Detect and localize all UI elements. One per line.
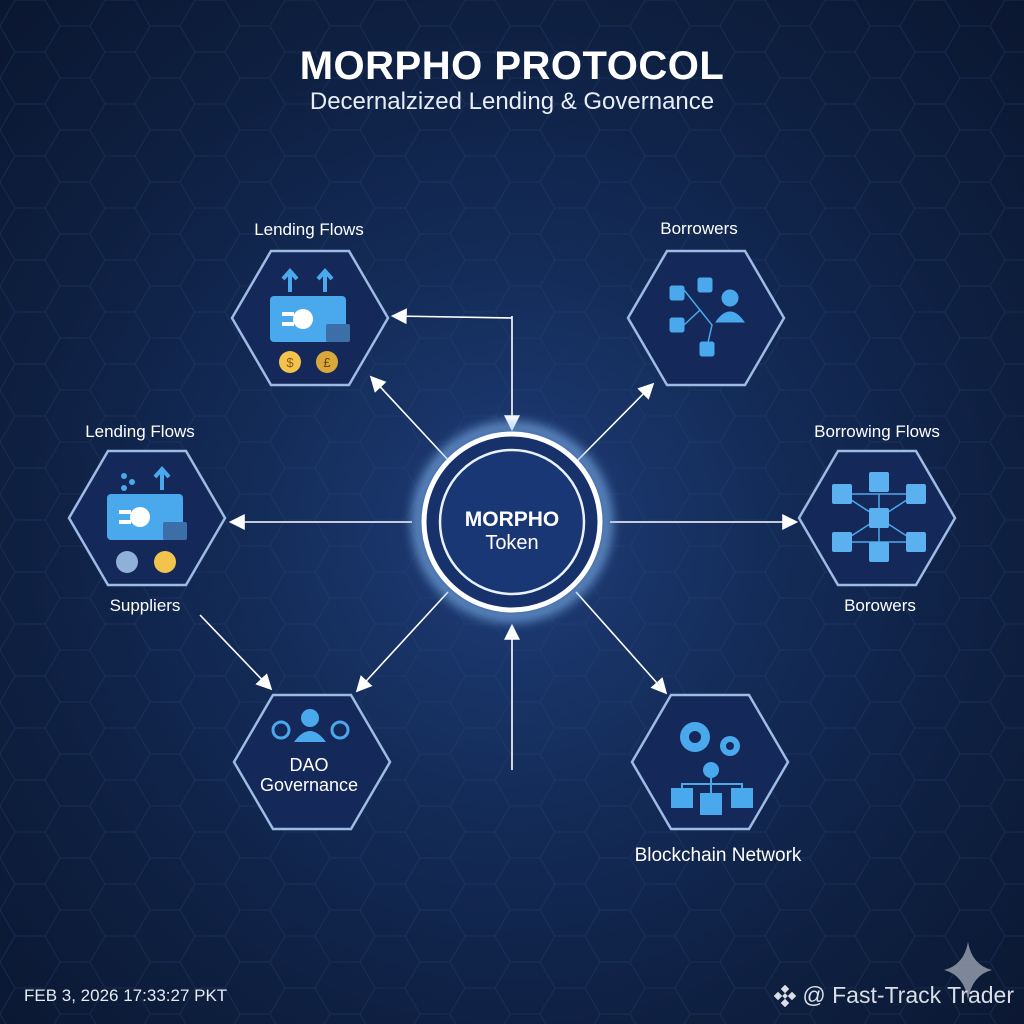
svg-text:$: $ [286, 355, 294, 370]
borrowing-flows-label: Borrowing Flows [814, 422, 940, 441]
node-borrowers-top[interactable] [626, 249, 786, 387]
arrow-center-to-borrowers [575, 382, 655, 463]
dollar-coin-icon [279, 351, 301, 373]
pound-coin-icon [154, 551, 176, 573]
page-title: MORPHO PROTOCOL [299, 44, 725, 88]
arrow-center-to-lending [369, 375, 451, 463]
node-lending-flows-top[interactable]: $ £ [230, 249, 390, 387]
pound-coin-icon [316, 351, 338, 373]
arrow-suppliers-to-dao [199, 614, 273, 691]
governance-label: Governance [260, 775, 358, 795]
suppliers-label: Suppliers [110, 596, 181, 615]
node-blockchain-network[interactable] [630, 693, 790, 831]
brand-handle: @ Fast-Track Trader [802, 982, 1014, 1008]
center-subtitle: Token [485, 532, 538, 554]
node-dao-governance[interactable]: DAO Governance [232, 693, 392, 831]
arrow-center-to-dao [355, 591, 449, 693]
svg-text:£: £ [323, 355, 331, 370]
node-suppliers[interactable] [67, 449, 227, 587]
governance-people-icon [271, 709, 350, 742]
center-title: MORPHO [465, 508, 560, 531]
timestamp: FEB 3, 2026 17:33:27 PKT [24, 986, 228, 1005]
brand-watermark: @ Fast-Track Trader [774, 982, 1014, 1009]
page-subtitle: Decernalzized Lending & Governance [309, 88, 715, 115]
arrow-to-lending-top [390, 308, 513, 325]
arrow-center-to-blockchain [575, 591, 668, 695]
sparkle-icon [944, 942, 992, 1000]
borowers-label: Borowers [844, 596, 916, 615]
borrowers-top-label: Borrowers [660, 219, 737, 238]
blockchain-network-label: Blockchain Network [635, 845, 802, 866]
borrower-network-icon [669, 277, 745, 357]
connectors [199, 308, 799, 770]
block-network-icon [832, 472, 926, 562]
node-borrowing-flows[interactable] [797, 449, 957, 587]
lending-flows-top-label: Lending Flows [254, 220, 364, 239]
gears-org-icon [671, 722, 753, 815]
lending-card-icon: $ £ [270, 267, 350, 373]
dao-label: DAO [289, 755, 328, 775]
supplier-card-icon [107, 465, 187, 573]
dollar-coin-icon [116, 551, 138, 573]
left-top-label: Lending Flows [85, 422, 195, 441]
morpho-token-node[interactable]: MORPHO Token [413, 423, 611, 621]
binance-logo-icon [774, 984, 797, 1007]
